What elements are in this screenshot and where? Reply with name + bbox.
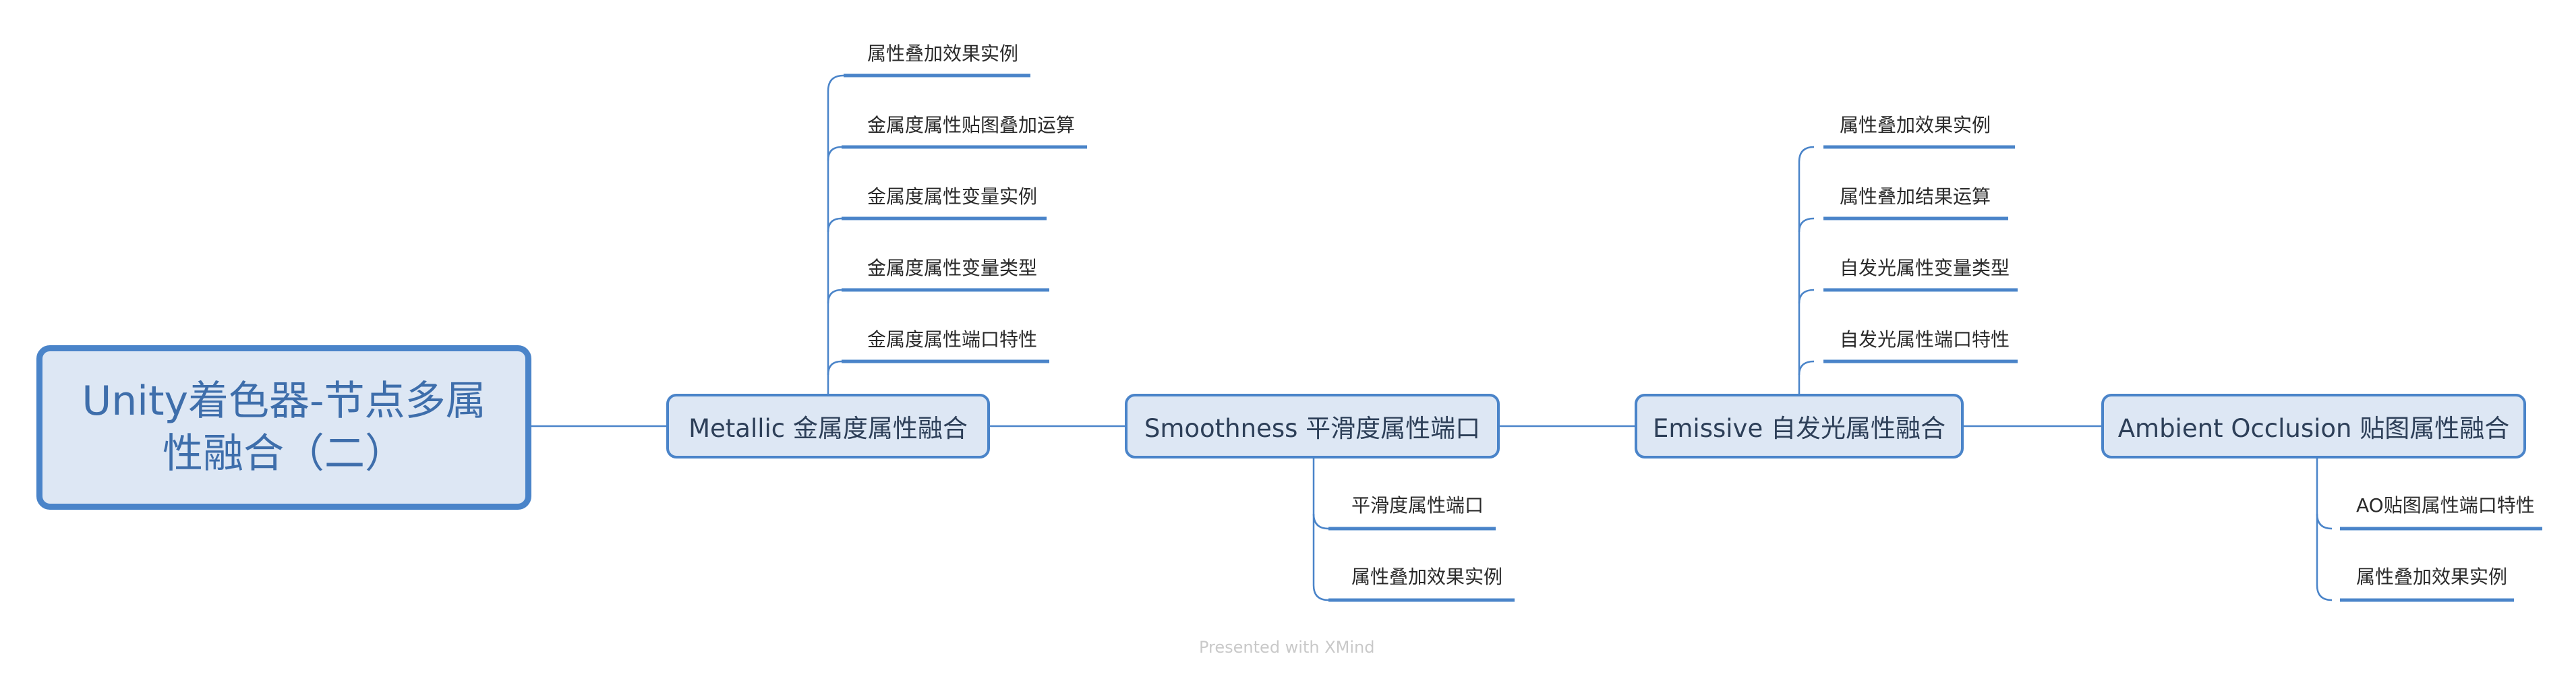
main-topic-label: Emissive 自发光属性融合 <box>1653 414 1945 443</box>
subtopic[interactable]: 平滑度属性端口 <box>1351 492 1484 519</box>
main-topic-label: Metallic 金属度属性融合 <box>689 414 968 443</box>
connector-ao-trunk <box>2316 458 2333 601</box>
main-topic-label: Smoothness 平滑度属性端口 <box>1144 414 1481 443</box>
connector-emissive-branch <box>1798 217 1815 233</box>
subtopic[interactable]: 自发光属性端口特性 <box>1840 326 2010 353</box>
connector-ao-branch <box>2316 513 2333 530</box>
subtopic[interactable]: 金属度属性变量类型 <box>867 255 1037 282</box>
subtopic[interactable]: 金属度属性端口特性 <box>867 326 1037 353</box>
connector-metallic-branch <box>827 146 842 161</box>
connector-metallic-branch <box>827 289 842 304</box>
central-topic-label: Unity着色器-节点多属性融合（二） <box>82 378 486 477</box>
subtopic-label: 平滑度属性端口 <box>1351 494 1484 516</box>
subtopic[interactable]: 属性叠加效果实例 <box>867 40 1018 67</box>
subtopic[interactable]: 属性叠加结果运算 <box>1840 183 1991 210</box>
subtopic[interactable]: 属性叠加效果实例 <box>1351 564 1502 591</box>
subtopic-label: 自发光属性变量类型 <box>1840 257 2010 279</box>
subtopic-label: AO贴图属性端口特性 <box>2356 494 2535 516</box>
central-topic[interactable]: Unity着色器-节点多属性融合（二） <box>36 345 531 510</box>
subtopic-label: 金属度属性变量实例 <box>867 185 1038 208</box>
connector-emissive-trunk <box>1798 146 1815 394</box>
connector-metallic-branch <box>827 217 842 233</box>
subtopic[interactable]: AO贴图属性端口特性 <box>2356 492 2535 519</box>
connector-smoothness-trunk <box>1312 458 1329 601</box>
connector-metallic-branch <box>827 360 842 376</box>
main-topic-metallic[interactable]: Metallic 金属度属性融合 <box>666 394 990 458</box>
subtopic[interactable]: 金属度属性变量实例 <box>867 183 1037 210</box>
subtopic-label: 金属度属性端口特性 <box>867 328 1038 351</box>
subtopic-label: 属性叠加效果实例 <box>867 42 1019 65</box>
subtopic[interactable]: 属性叠加效果实例 <box>2356 564 2507 591</box>
subtopic-label: 属性叠加效果实例 <box>1351 566 1503 588</box>
connector-smoothness-branch <box>1312 513 1329 530</box>
subtopic-label: 金属度属性变量类型 <box>867 257 1038 279</box>
subtopic[interactable]: 属性叠加效果实例 <box>1840 112 1991 139</box>
subtopic-label: 属性叠加效果实例 <box>2356 566 2508 588</box>
main-topic-ambient-occlusion[interactable]: Ambient Occlusion 贴图属性融合 <box>2101 394 2526 458</box>
watermark-text: Presented with XMind <box>1199 638 1375 657</box>
subtopic-label: 金属度属性贴图叠加运算 <box>867 114 1076 136</box>
subtopic-label: 自发光属性端口特性 <box>1840 328 2010 351</box>
subtopic-label: 属性叠加效果实例 <box>1840 114 1991 136</box>
subtopic[interactable]: 金属度属性贴图叠加运算 <box>867 112 1075 139</box>
connector-metallic-trunk <box>827 74 844 394</box>
xmind-watermark: Presented with XMind <box>1199 638 1374 657</box>
main-topic-emissive[interactable]: Emissive 自发光属性融合 <box>1635 394 1964 458</box>
main-topic-label: Ambient Occlusion 贴图属性融合 <box>2117 414 2510 443</box>
subtopic[interactable]: 自发光属性变量类型 <box>1840 255 2010 282</box>
main-topic-smoothness[interactable]: Smoothness 平滑度属性端口 <box>1125 394 1500 458</box>
connector-emissive-branch <box>1798 289 1815 304</box>
connector-emissive-branch <box>1798 360 1815 376</box>
subtopic-label: 属性叠加结果运算 <box>1840 185 1991 208</box>
